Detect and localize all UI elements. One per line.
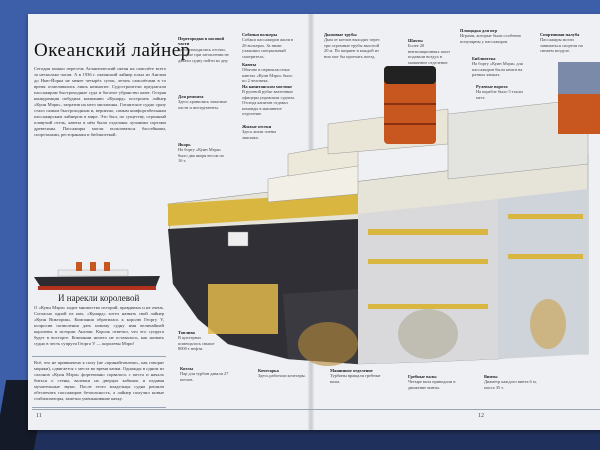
ship-illustration	[34, 62, 600, 366]
box-text: Всё, что не привинчено к полу (не «прина…	[34, 360, 164, 401]
book-spread: Океанский лайнер Сегодня можно пересечь …	[28, 14, 600, 430]
page-title: Океанский лайнер	[34, 40, 191, 61]
bottom-rule	[32, 409, 600, 410]
section-subtitle: И нарекли королевой	[58, 293, 140, 303]
intro-text: Сегодня можно пересечь Атлантический оке…	[34, 66, 166, 137]
funnel-rear	[558, 62, 600, 134]
section-text: О «Куин Мэри» ходит множество историй, п…	[34, 305, 164, 346]
page-number-left: 11	[36, 413, 42, 419]
page-number-right: 12	[478, 413, 484, 419]
sidebar-box: Всё, что не привинчено к полу (не «прина…	[32, 356, 166, 408]
liner-side-view	[34, 262, 160, 290]
cutaway-ship	[167, 62, 600, 366]
funnel-front	[384, 66, 436, 144]
